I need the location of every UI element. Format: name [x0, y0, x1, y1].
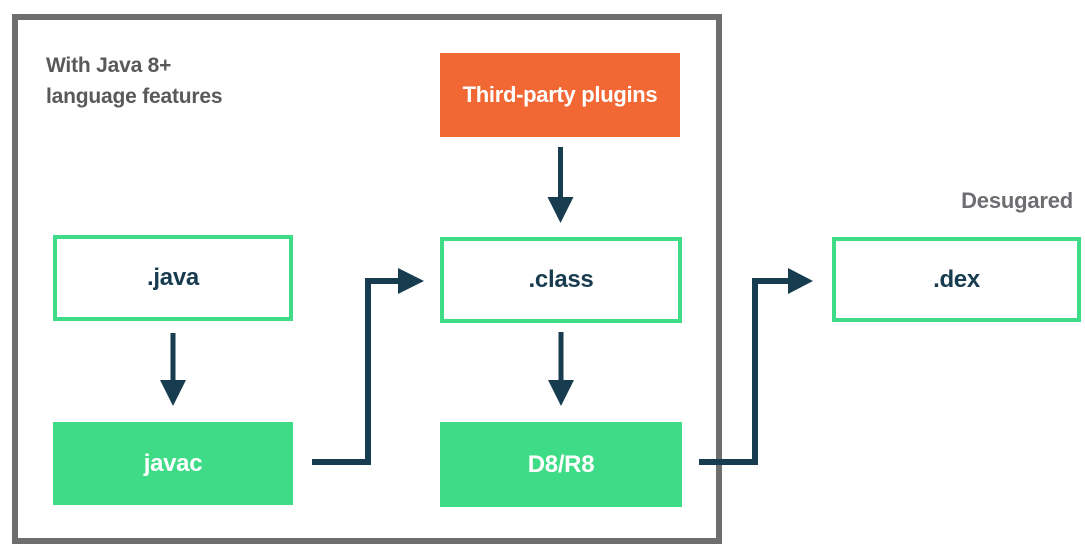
node-d8r8: D8/R8: [440, 422, 682, 507]
node-java-file-label: .java: [147, 264, 199, 291]
java8-note-line2: language features: [46, 85, 223, 108]
node-third-party-plugins-label: Third-party plugins: [462, 82, 658, 107]
node-d8r8-label: D8/R8: [527, 450, 595, 478]
node-third-party-plugins: Third-party plugins: [440, 53, 680, 137]
node-java-file: .java: [53, 235, 293, 321]
java8-note-line1: With Java 8+: [46, 54, 172, 77]
node-dex-file: .dex: [832, 237, 1081, 322]
node-class-file-label: .class: [528, 266, 594, 293]
node-javac: javac: [53, 422, 293, 505]
node-javac-label: javac: [143, 449, 203, 477]
node-class-file: .class: [440, 237, 682, 323]
java8-note: With Java 8+ language features: [46, 50, 223, 112]
node-dex-file-label: .dex: [933, 265, 980, 293]
desugared-note: Desugared: [961, 188, 1073, 213]
